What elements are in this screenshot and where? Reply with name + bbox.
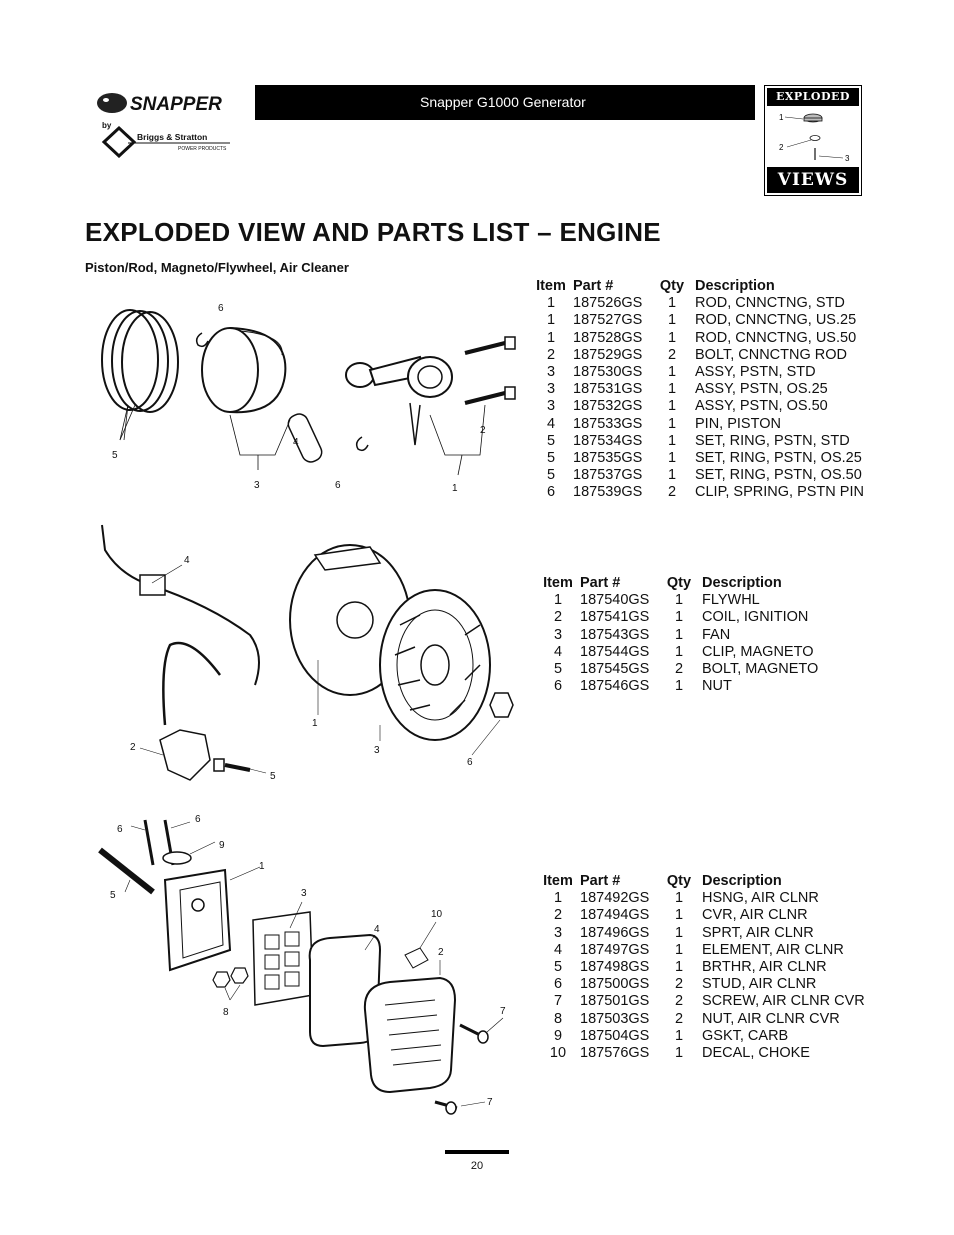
callout-7b: 7 bbox=[487, 1097, 493, 1108]
badge-top-label: EXPLODED bbox=[767, 88, 859, 106]
callout-6b: 6 bbox=[335, 480, 341, 491]
callout-1: 1 bbox=[259, 861, 265, 872]
callout-5: 5 bbox=[112, 450, 118, 461]
header-bar: Snapper G1000 Generator bbox=[255, 85, 755, 120]
product-title: Snapper G1000 Generator bbox=[420, 94, 586, 110]
callout-3: 3 bbox=[374, 745, 380, 756]
callout-1: 1 bbox=[452, 483, 458, 494]
page-number-bar bbox=[445, 1150, 509, 1154]
brand-name: SNAPPER bbox=[130, 94, 222, 115]
callout-9: 9 bbox=[219, 840, 225, 851]
callout-4: 4 bbox=[184, 555, 190, 566]
badge-bottom-label: VIEWS bbox=[767, 167, 859, 193]
callout-4: 4 bbox=[374, 924, 380, 935]
brand-sub: Briggs & Stratton bbox=[137, 132, 207, 142]
callout-6: 6 bbox=[117, 824, 123, 835]
magneto-flywheel-diagram: 4 2 5 1 3 6 bbox=[101, 524, 514, 782]
callout-6b: 6 bbox=[195, 814, 201, 825]
table-header: Item Part # Qty Description bbox=[543, 575, 782, 591]
callout-3: 3 bbox=[254, 480, 260, 491]
callout-1: 1 bbox=[312, 718, 318, 729]
callout-7: 7 bbox=[500, 1006, 506, 1017]
callout-2: 2 bbox=[480, 425, 486, 436]
callout-3: 3 bbox=[301, 888, 307, 899]
brand-sub2: POWER PRODUCTS bbox=[178, 146, 227, 152]
badge-label-3: 3 bbox=[845, 154, 850, 163]
air-cleaner-diagram: 6 6 9 1 5 3 10 4 2 8 7 7 bbox=[98, 814, 506, 1115]
badge-diagram: 1 2 3 bbox=[779, 113, 850, 163]
snapper-logo: SNAPPER by Briggs & Stratton POWER PRODU… bbox=[92, 88, 252, 159]
page-title: EXPLODED VIEW AND PARTS LIST – ENGINE bbox=[85, 217, 661, 247]
callout-5: 5 bbox=[110, 890, 116, 901]
callout-4: 4 bbox=[293, 437, 299, 448]
page-number: 20 bbox=[470, 1160, 484, 1172]
exploded-views-badge: EXPLODED 1 2 3 VIEWS bbox=[764, 85, 862, 196]
callout-5: 5 bbox=[270, 771, 276, 782]
callout-2: 2 bbox=[130, 742, 136, 753]
callout-6: 6 bbox=[218, 303, 224, 314]
brand-by: by bbox=[102, 121, 112, 130]
callout-6: 6 bbox=[467, 757, 473, 768]
table-header: Item Part # Qty Description bbox=[536, 278, 775, 294]
callout-10: 10 bbox=[431, 909, 443, 920]
piston-rod-diagram: 6 5 4 3 6 2 1 bbox=[101, 303, 516, 494]
badge-label-1: 1 bbox=[779, 113, 784, 122]
badge-label-2: 2 bbox=[779, 143, 784, 152]
callout-2: 2 bbox=[438, 947, 444, 958]
callout-8: 8 bbox=[223, 1007, 229, 1018]
section-subtitle: Piston/Rod, Magneto/Flywheel, Air Cleane… bbox=[85, 260, 349, 275]
table-header: Item Part # Qty Description bbox=[543, 873, 782, 889]
